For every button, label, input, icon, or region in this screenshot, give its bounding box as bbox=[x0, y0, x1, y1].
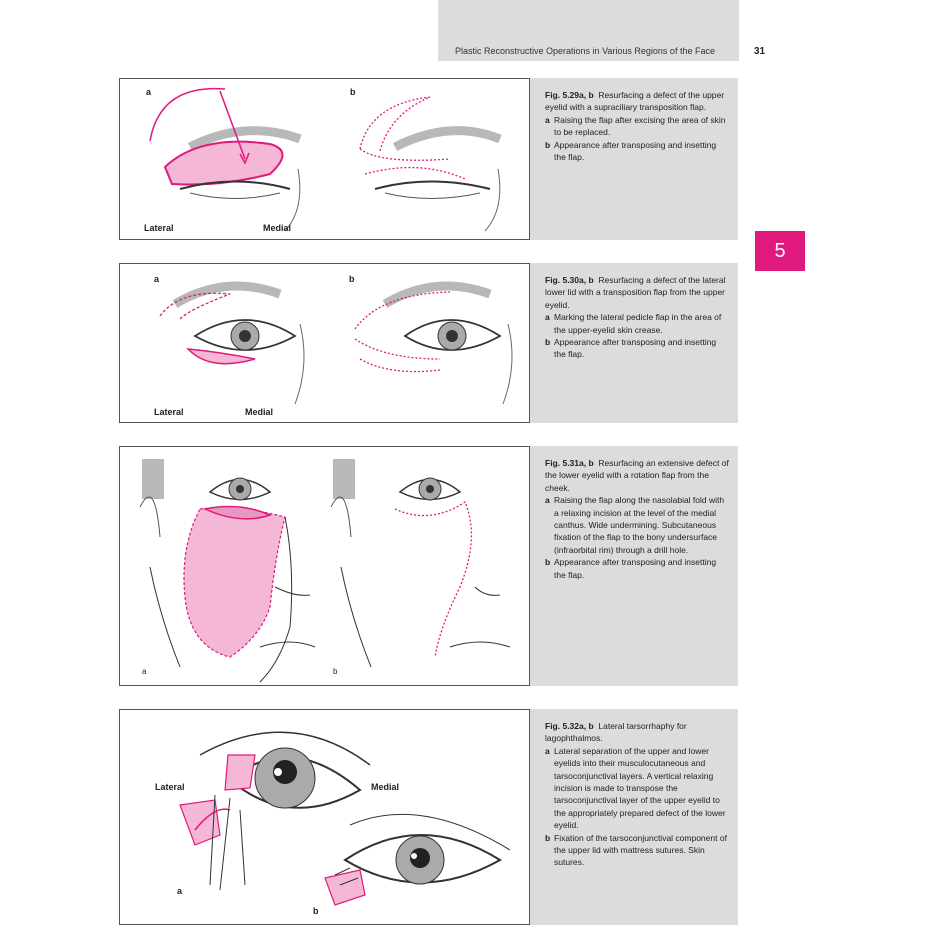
panel-label-a: a bbox=[142, 667, 147, 676]
figure-5-32-caption: Fig. 5.32a, b Lateral tarsorrhaphy for l… bbox=[530, 709, 738, 925]
caption-text: Resurfacing a defect of the lateral lowe… bbox=[545, 275, 726, 310]
caption-title: Fig. 5.30a, b Resurfacing a defect of th… bbox=[545, 274, 730, 311]
figure-number: Fig. 5.29a, b bbox=[545, 90, 594, 100]
running-head: Plastic Reconstructive Operations in Var… bbox=[455, 46, 715, 56]
caption-item: a Raising the flap along the nasolabial … bbox=[545, 495, 725, 555]
caption-item: a Lateral separation of the upper and lo… bbox=[545, 745, 726, 831]
panel-label-b: b bbox=[350, 87, 356, 97]
figure-5-29-caption: Fig. 5.29a, b Resurfacing a defect of th… bbox=[530, 78, 738, 240]
figure-5-29: a b Lateral Medial Fig. 5.29a, b Resurfa… bbox=[119, 78, 738, 240]
figure-5-31-drawing bbox=[139, 459, 511, 683]
figure-5-30-drawing bbox=[159, 281, 513, 405]
caption-item: b Appearance after transposing and inset… bbox=[545, 337, 717, 360]
medial-label: Medial bbox=[263, 223, 292, 233]
figure-5-29-drawing bbox=[149, 87, 502, 232]
chapter-tab: 5 bbox=[755, 231, 805, 271]
running-head-bar bbox=[438, 0, 739, 61]
caption-title: Fig. 5.31a, b Resurfacing an extensive d… bbox=[545, 457, 730, 494]
panel-label-b: b bbox=[349, 274, 355, 284]
lateral-label: Lateral bbox=[155, 782, 185, 792]
panel-label-a: a bbox=[146, 87, 152, 97]
figure-number: Fig. 5.31a, b bbox=[545, 458, 594, 468]
caption-text: Resurfacing an extensive defect of the l… bbox=[545, 458, 729, 493]
panel-label-a: a bbox=[154, 274, 160, 284]
figure-5-32-drawing bbox=[179, 731, 511, 906]
caption-item: b Fixation of the tarsoconjunctival comp… bbox=[545, 832, 727, 868]
caption-item: a Raising the flap after excising the ar… bbox=[545, 114, 726, 138]
medial-label: Medial bbox=[371, 782, 400, 792]
figure-5-32-illustration: Lateral Medial a b bbox=[119, 709, 530, 925]
medial-label: Medial bbox=[245, 407, 274, 417]
figure-5-31-illustration: a b bbox=[119, 446, 530, 686]
panel-label-b: b bbox=[333, 667, 338, 676]
caption-text: Lateral tarsorrhaphy for lagophthalmos. bbox=[545, 721, 687, 744]
figure-number: Fig. 5.32a, b bbox=[545, 721, 594, 731]
panel-label-a: a bbox=[177, 886, 183, 896]
caption-title: Fig. 5.32a, b Lateral tarsorrhaphy for l… bbox=[545, 720, 730, 745]
lateral-label: Lateral bbox=[154, 407, 184, 417]
caption-text: Resurfacing a defect of the upper eyelid… bbox=[545, 90, 725, 113]
lateral-label: Lateral bbox=[144, 223, 174, 233]
page-number: 31 bbox=[754, 46, 766, 57]
caption-title: Fig. 5.29a, b Resurfacing a defect of th… bbox=[545, 89, 730, 114]
figure-5-32: Lateral Medial a b Fig. 5.32a, b Lateral… bbox=[119, 709, 738, 925]
figure-5-29-illustration: a b Lateral Medial bbox=[119, 78, 530, 240]
figure-5-31: a b Fig. 5.31a, b Resurfacing an extensi… bbox=[119, 446, 738, 686]
caption-item: a Marking the lateral pedicle flap in th… bbox=[545, 312, 722, 335]
figure-5-31-caption: Fig. 5.31a, b Resurfacing an extensive d… bbox=[530, 446, 738, 686]
panel-label-b: b bbox=[313, 906, 319, 916]
figure-number: Fig. 5.30a, b bbox=[545, 275, 594, 285]
figure-5-30-illustration: a b Lateral Medial bbox=[119, 263, 530, 423]
caption-item: b Appearance after transposing and inset… bbox=[545, 139, 717, 163]
figure-5-30: a b Lateral Medial Fig. 5.30a, b Resurfa… bbox=[119, 263, 738, 423]
caption-item: b Appearance after transposing and inset… bbox=[545, 557, 717, 580]
figure-5-30-caption: Fig. 5.30a, b Resurfacing a defect of th… bbox=[530, 263, 738, 423]
